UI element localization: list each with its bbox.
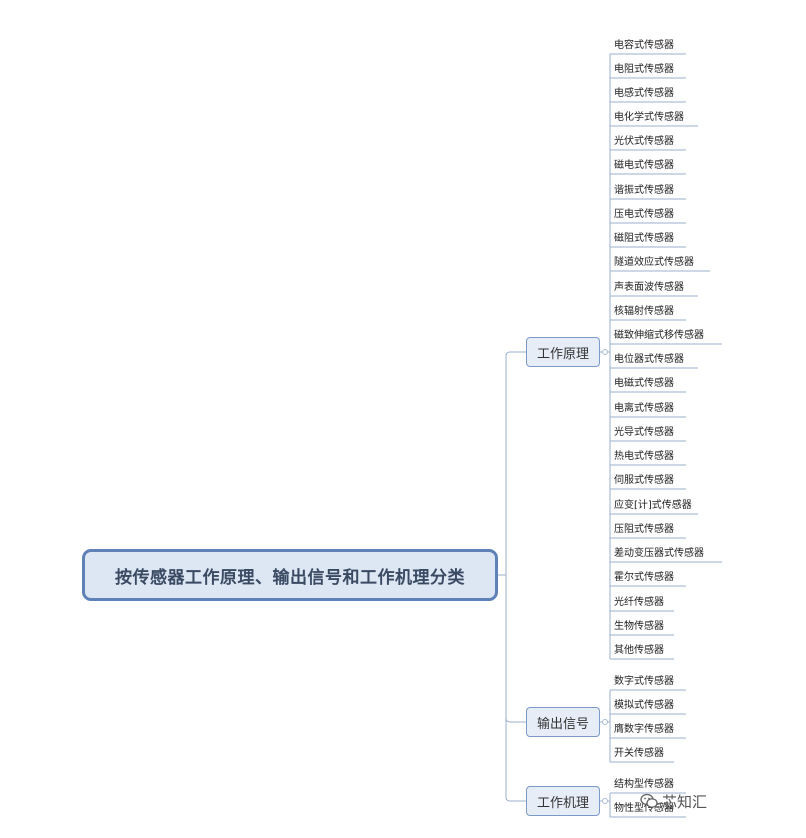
branch-node-label: 工作机理 [536, 795, 589, 811]
leaf-node[interactable]: 热电式传感器 [614, 451, 674, 462]
leaf-node[interactable]: 电磁式传感器 [614, 378, 674, 389]
leaf-node[interactable]: 谐振式传感器 [614, 185, 674, 196]
leaf-node[interactable]: 电容式传感器 [614, 40, 674, 51]
leaf-node[interactable]: 模拟式传感器 [614, 700, 674, 711]
leaf-node[interactable]: 光导式传感器 [614, 427, 674, 438]
leaf-node[interactable]: 结构型传感器 [614, 779, 674, 790]
root-node-label: 按传感器工作原理、输出信号和工作机理分类 [115, 567, 465, 588]
leaf-node[interactable]: 开关传感器 [614, 748, 664, 759]
connector-line [505, 796, 526, 802]
leaf-node[interactable]: 核辐射传感器 [614, 306, 674, 317]
leaf-node[interactable]: 压电式传感器 [614, 209, 674, 220]
watermark-text: 芯知汇 [662, 792, 708, 811]
branch-node-label: 输出信号 [536, 716, 589, 732]
leaf-node[interactable]: 数字式传感器 [614, 676, 674, 687]
leaf-node[interactable]: 电化学式传感器 [614, 112, 684, 123]
leaf-node[interactable]: 光纤传感器 [614, 597, 664, 608]
leaf-node[interactable]: 磁电式传感器 [614, 160, 674, 171]
leaf-node[interactable]: 隧道效应式传感器 [614, 257, 694, 268]
leaf-node[interactable]: 生物传感器 [614, 621, 664, 632]
leaf-node[interactable]: 霍尔式传感器 [614, 572, 674, 583]
leaf-node[interactable]: 压阻式传感器 [614, 524, 674, 535]
branch-node-working-mechanism[interactable]: 工作机理 [526, 786, 600, 816]
root-node[interactable]: 按传感器工作原理、输出信号和工作机理分类 [82, 549, 498, 601]
leaf-node[interactable]: 其他传感器 [614, 645, 664, 656]
watermark: 芯知汇 [640, 790, 707, 812]
leaf-node[interactable]: 电感式传感器 [614, 88, 674, 99]
leaf-node[interactable]: 磁阻式传感器 [614, 233, 674, 244]
leaf-node[interactable]: 物性型传感器 [614, 803, 674, 814]
leaf-node[interactable]: 声表面波传感器 [614, 282, 684, 293]
leaf-node[interactable]: 电位器式传感器 [614, 354, 684, 365]
leaf-node[interactable]: 应变[计]式传感器 [614, 500, 692, 511]
collapse-toggle-icon[interactable] [602, 719, 608, 725]
branch-node-output-signal[interactable]: 输出信号 [526, 707, 600, 737]
branch-node-label: 工作原理 [536, 346, 589, 362]
leaf-node[interactable]: 电离式传感器 [614, 403, 674, 414]
collapse-toggle-icon[interactable] [602, 349, 608, 355]
leaf-node[interactable]: 伺服式传感器 [614, 475, 674, 486]
leaf-node[interactable]: 差动变压器式传感器 [614, 548, 704, 559]
connector-line [505, 717, 526, 723]
leaf-node[interactable]: 磁致伸缩式移传感器 [614, 330, 704, 341]
leaf-node[interactable]: 膺数字传感器 [614, 724, 674, 735]
leaf-node[interactable]: 光伏式传感器 [614, 136, 674, 147]
connector-line [505, 351, 526, 357]
leaf-node[interactable]: 电阻式传感器 [614, 64, 674, 75]
wechat-icon [640, 793, 658, 808]
collapse-toggle-icon[interactable] [602, 798, 608, 804]
branch-node-working-principle[interactable]: 工作原理 [526, 337, 600, 367]
